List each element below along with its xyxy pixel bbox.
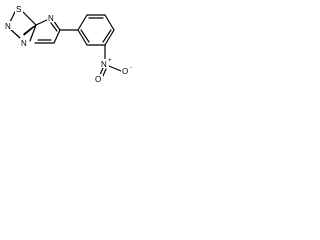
chemical-structure: S N N N N + O - O	[4, 4, 132, 82]
bond-c3-c4	[53, 29, 61, 44]
bond-ph-d-e	[104, 29, 115, 46]
bond-ph-f-a	[77, 29, 88, 46]
charge-plus: +	[108, 58, 112, 64]
bond-ph-c-d	[104, 14, 115, 31]
atom-nitrogen-left: N	[5, 22, 11, 31]
atom-nitrogen-bridge: N	[21, 39, 27, 48]
atom-labels: S N N N N + O - O	[4, 4, 132, 82]
bond-ph-inner-3	[80, 29, 90, 43]
atom-nitrogen-top: N	[48, 14, 54, 23]
bond-nitro-o-right	[108, 65, 122, 72]
atom-nitro-oxygen-down: O	[95, 75, 101, 82]
bond-c2-n3	[35, 18, 50, 26]
atom-nitro-oxygen-right: O	[122, 67, 128, 76]
bond-s-c2	[22, 11, 37, 26]
charge-minus: -	[130, 65, 132, 71]
bond-c2-n1-double-inner	[23, 26, 34, 35]
bond-ph-inner-2	[102, 29, 112, 43]
atom-nitro-nitrogen: N	[101, 60, 107, 69]
bond-n3-c3-double-inner	[50, 22, 58, 32]
atom-sulfur: S	[16, 5, 21, 14]
bond-ph-a-b	[77, 14, 88, 31]
bond-n1-c2	[29, 24, 37, 42]
bonds	[8, 9, 122, 79]
